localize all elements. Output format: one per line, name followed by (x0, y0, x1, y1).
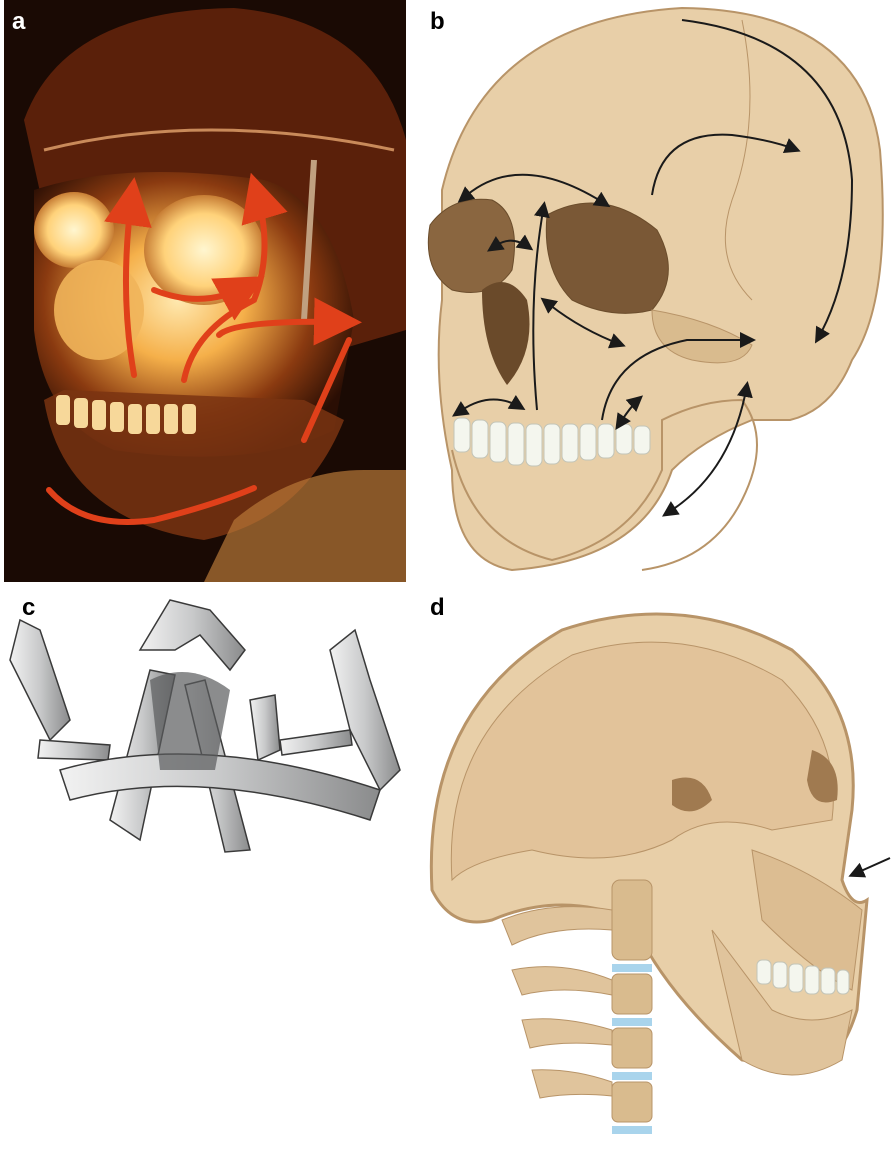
panel-c-label: c (22, 596, 35, 620)
facial-buttress-model (0, 590, 412, 860)
transilluminated-skull-photo (4, 0, 406, 582)
cervical-spine (502, 880, 652, 1134)
panel-a-label: a (12, 10, 25, 34)
panel-c-model: c (0, 590, 412, 860)
panel-d-section: d (412, 590, 892, 1160)
panel-b-illustration: b (412, 0, 892, 590)
skull-with-force-arrows (412, 0, 892, 590)
pointer-arrow (852, 858, 890, 875)
panel-a-photo: a (4, 0, 406, 582)
panel-d-label: d (430, 596, 445, 620)
left-orbit (34, 192, 114, 268)
sagittal-skull-section (412, 590, 892, 1160)
left-orbit-b (428, 199, 514, 292)
panel-b-label: b (430, 10, 445, 34)
